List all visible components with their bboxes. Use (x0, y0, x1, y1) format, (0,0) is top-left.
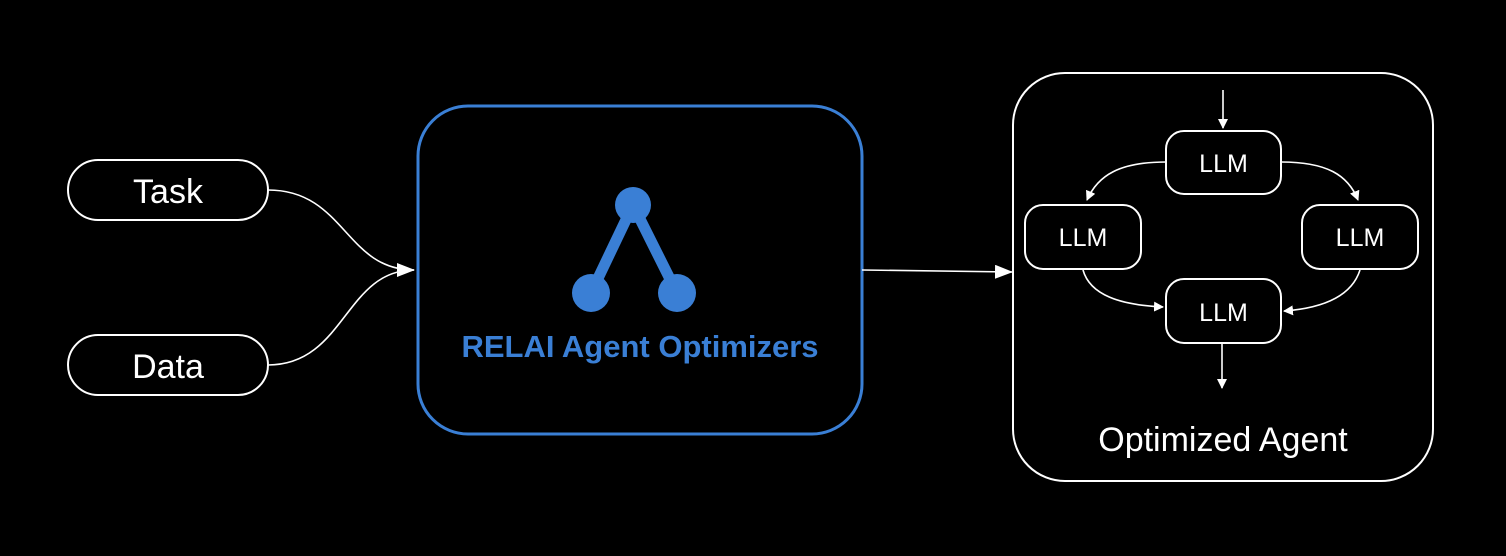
data-node: Data (67, 334, 269, 396)
llm-node-right: LLM (1301, 204, 1419, 270)
task-node: Task (67, 159, 269, 221)
llm-node-bottom: LLM (1165, 278, 1282, 344)
optimizer-to-agent-edge (861, 264, 1013, 279)
relai-logo-icon (572, 187, 696, 312)
llm-top-to-right-edge (1280, 161, 1360, 201)
llm-node-label: LLM (1199, 299, 1248, 327)
llm-node-top: LLM (1165, 130, 1282, 195)
task-to-optimizer-edge (267, 189, 415, 277)
task-label: Task (133, 173, 204, 211)
llm-left-to-bottom-edge (1082, 269, 1164, 312)
llm-top-to-left-edge (1086, 161, 1167, 201)
agent-box: LLM LLM LLM LLM Optimized Agent (1012, 72, 1434, 482)
llm-node-label: LLM (1336, 224, 1385, 252)
llm-node-label: LLM (1199, 150, 1248, 178)
llm-right-to-bottom-edge (1283, 269, 1361, 316)
llm-node-left: LLM (1024, 204, 1142, 270)
optimizer-box: RELAI Agent Optimizers (416, 104, 864, 436)
llm-node-label: LLM (1059, 224, 1108, 252)
data-label: Data (132, 348, 204, 386)
agent-label: Optimized Agent (1098, 421, 1348, 459)
optimizer-label: RELAI Agent Optimizers (461, 329, 818, 364)
data-to-optimizer-edge (267, 269, 415, 366)
